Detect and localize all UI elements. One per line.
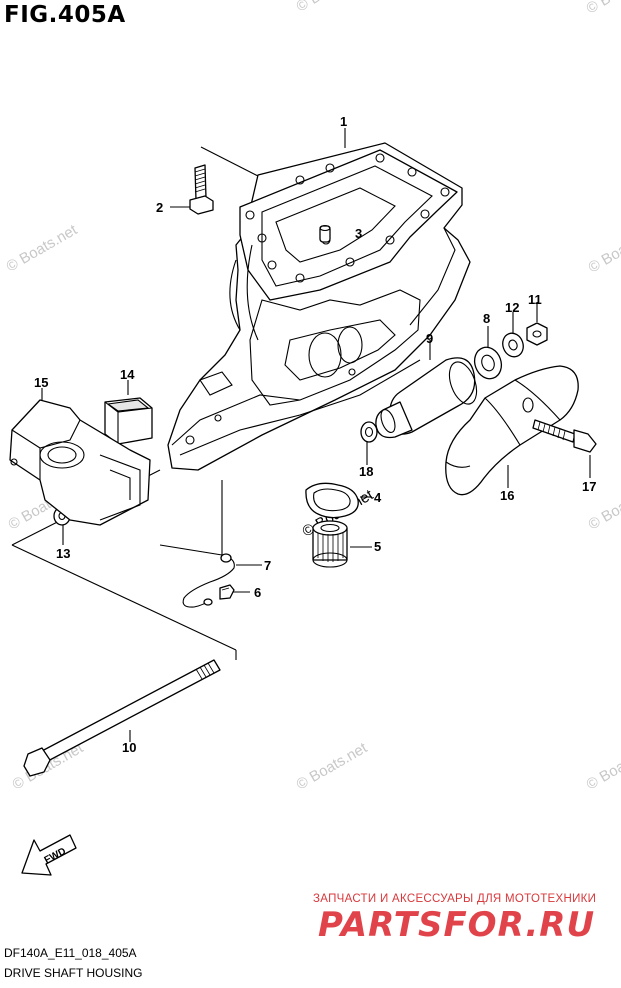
rubber-pad-part [104,397,153,445]
callout-12: 12 [505,300,519,315]
nut-part [526,322,548,346]
figure-title: FIG.405A [4,2,126,28]
watermark: © Boats.net [584,0,621,17]
callout-15: 15 [34,375,48,390]
callout-9: 9 [426,331,433,346]
dowel-pin-part [319,224,331,243]
washer-part-18 [360,421,378,443]
callout-7: 7 [264,558,271,573]
drive-shaft-housing-part [167,142,471,471]
watermark: © Boats.net [294,0,371,15]
callout-4: 4 [374,490,382,505]
wire-part [182,553,235,608]
watermark: © Boats.net [294,739,371,793]
fwd-direction-arrow: FWD [21,834,77,876]
brand-logo: PARTSFOR.RU [318,905,596,945]
watermark: © Boats.net [4,221,81,275]
callout-16: 16 [500,488,514,503]
bolt-part [189,164,214,215]
callout-11: 11 [528,292,542,307]
callout-17: 17 [582,479,596,494]
figure-code: DF140A_E11_018_405A [4,946,137,960]
callout-3: 3 [355,226,362,241]
callout-8: 8 [483,311,490,326]
callout-2: 2 [156,200,163,215]
callout-6: 6 [254,585,261,600]
callout-14: 14 [120,367,135,382]
through-bolt-part [23,659,221,777]
callout-labels: 1 2 3 4 5 6 7 8 9 10 11 12 13 14 15 16 1… [34,114,596,755]
figure-name: DRIVE SHAFT HOUSING [4,966,143,980]
bolt-part-17 [532,419,597,453]
callout-5: 5 [374,539,381,554]
washer-part [473,346,503,380]
mount-bracket-part [9,399,151,526]
callout-1: 1 [340,114,347,129]
callout-18: 18 [359,464,373,479]
cover-part [445,365,579,496]
bushing-part [312,520,348,568]
screw-part [219,584,235,600]
watermark: © Boats.net [586,222,621,276]
brand-tagline: ЗАПЧАСТИ И АКСЕССУАРЫ ДЛЯ МОТОТЕХНИКИ [313,893,597,905]
washer-part-12 [502,332,524,358]
gasket-part [305,482,359,519]
watermark: © Boats.net [584,739,621,793]
callout-13: 13 [56,546,70,561]
callout-10: 10 [122,740,136,755]
